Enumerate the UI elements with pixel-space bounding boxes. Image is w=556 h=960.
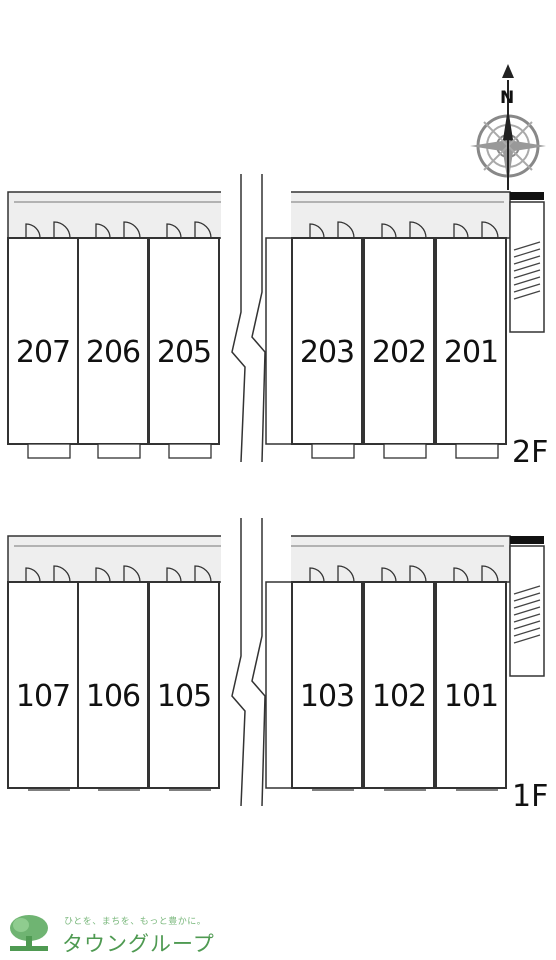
unit-outline — [363, 581, 435, 789]
stair-step — [513, 269, 541, 279]
stair-step — [513, 262, 541, 272]
balcony — [383, 443, 427, 459]
unit-101: 101 — [435, 565, 507, 791]
door-swing — [95, 223, 111, 239]
stair-step — [513, 283, 541, 293]
stair-step — [513, 248, 541, 258]
unit-number: 203 — [300, 335, 354, 370]
stair-step — [513, 627, 541, 637]
door-swing — [166, 567, 182, 583]
unit-106: 106 — [77, 565, 149, 791]
partial-unit — [265, 237, 293, 445]
door-swing — [381, 223, 397, 239]
unit-105: 105 — [148, 565, 220, 791]
unit-number: 202 — [372, 335, 426, 370]
door-swing — [309, 567, 325, 583]
unit-outline — [435, 237, 507, 445]
floor-plan-1F: 107 106 105 103 102 101 1F — [7, 518, 548, 818]
unit-outline — [291, 581, 363, 789]
door-swing — [194, 565, 212, 583]
stair-block — [509, 201, 545, 333]
door-swing — [409, 565, 427, 583]
stair-step — [513, 592, 541, 602]
unit-number: 201 — [444, 335, 498, 370]
unit-205: 205 — [148, 221, 220, 459]
unit-number: 106 — [86, 679, 140, 714]
door-swing — [25, 567, 41, 583]
stair-step — [513, 585, 541, 595]
logo-name: タウングループ — [62, 932, 215, 956]
floor-plan-2F: 207 206 205 203 202 201 2F — [7, 174, 548, 474]
unit-number: 105 — [157, 679, 211, 714]
floor-label: 1F — [512, 779, 548, 814]
floor-label: 2F — [512, 435, 548, 470]
door-swing — [25, 223, 41, 239]
tree-logo-icon — [6, 912, 52, 954]
unit-outline — [148, 581, 220, 789]
unit-outline — [77, 581, 149, 789]
unit-203: 203 — [291, 221, 363, 459]
balcony — [455, 443, 499, 459]
door-swing — [453, 223, 469, 239]
break-line-left — [231, 518, 246, 807]
door-swing — [337, 565, 355, 583]
unit-number: 101 — [444, 679, 498, 714]
break-line-right — [251, 518, 266, 807]
unit-102: 102 — [363, 565, 435, 791]
compass-rose-icon — [470, 64, 546, 190]
unit-206: 206 — [77, 221, 149, 459]
unit-outline — [291, 237, 363, 445]
unit-outline — [363, 237, 435, 445]
stair-landing — [510, 536, 544, 544]
unit-202: 202 — [363, 221, 435, 459]
stair-step — [513, 620, 541, 630]
unit-number: 102 — [372, 679, 426, 714]
stair-step — [513, 276, 541, 286]
door-swing — [381, 567, 397, 583]
door-swing — [123, 565, 141, 583]
partial-unit — [265, 581, 293, 789]
stair-landing — [510, 192, 544, 200]
stair-step — [513, 613, 541, 623]
stair-step — [513, 606, 541, 616]
balcony — [27, 443, 71, 459]
north-label: N — [500, 88, 514, 108]
stair-step — [513, 241, 541, 251]
unit-207: 207 — [7, 221, 79, 459]
stair-step — [513, 290, 541, 300]
balcony — [168, 443, 212, 459]
unit-107: 107 — [7, 565, 79, 791]
door-swing — [481, 565, 499, 583]
break-line-left — [231, 174, 246, 463]
unit-103: 103 — [291, 565, 363, 791]
stair-step — [513, 634, 541, 644]
unit-outline — [435, 581, 507, 789]
door-swing — [95, 567, 111, 583]
door-swing — [309, 223, 325, 239]
stair-step — [513, 255, 541, 265]
door-swing — [453, 567, 469, 583]
door-swing — [53, 221, 71, 239]
unit-number: 103 — [300, 679, 354, 714]
door-swing — [166, 223, 182, 239]
unit-number: 206 — [86, 335, 140, 370]
unit-number: 107 — [16, 679, 70, 714]
unit-201: 201 — [435, 221, 507, 459]
logo-tagline: ひとを、まちを、もっと豊かに。 — [64, 917, 207, 927]
balcony — [311, 443, 355, 459]
unit-outline — [77, 237, 149, 445]
unit-number: 207 — [16, 335, 70, 370]
door-swing — [194, 221, 212, 239]
door-swing — [409, 221, 427, 239]
break-line-right — [251, 174, 266, 463]
door-swing — [53, 565, 71, 583]
stair-step — [513, 599, 541, 609]
door-swing — [123, 221, 141, 239]
balcony — [97, 443, 141, 459]
unit-outline — [7, 581, 79, 789]
unit-number: 205 — [157, 335, 211, 370]
door-swing — [337, 221, 355, 239]
door-swing — [481, 221, 499, 239]
